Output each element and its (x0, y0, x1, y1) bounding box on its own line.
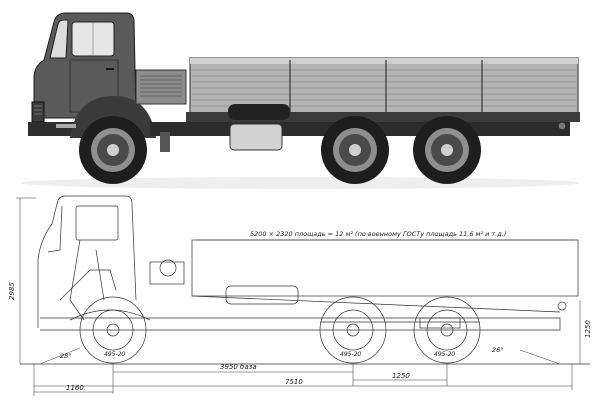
front-overhang-label: 1160 (66, 384, 84, 392)
approach-angle-label: 28° (60, 352, 72, 360)
overall-height-label: 2985 (8, 282, 16, 300)
tire-rear-label: 495-20 (434, 351, 455, 358)
cargo-platform (186, 57, 580, 122)
departure-angle-label: 26° (492, 346, 504, 354)
technical-drawing (20, 195, 590, 365)
platform-dimension-label: 5200 × 2320 площадь = 12 м² (по военному… (250, 230, 506, 238)
overall-length-label: 7510 (285, 378, 303, 386)
dimension-labels: 5200 × 2320 площадь = 12 м² (по военному… (8, 230, 592, 392)
tire-mid-label: 495-20 (340, 351, 361, 358)
tire-front-label: 495-20 (104, 351, 125, 358)
rear-wheel (413, 116, 481, 184)
truck-photo (0, 0, 600, 195)
dimension-lines (16, 197, 581, 396)
rear-bogie-base-label: 1250 (392, 372, 410, 380)
wheelbase-label: 3950 база (220, 363, 257, 371)
side-height-label: 1250 (584, 320, 592, 338)
middle-wheel (321, 116, 389, 184)
front-wheel (79, 116, 147, 184)
